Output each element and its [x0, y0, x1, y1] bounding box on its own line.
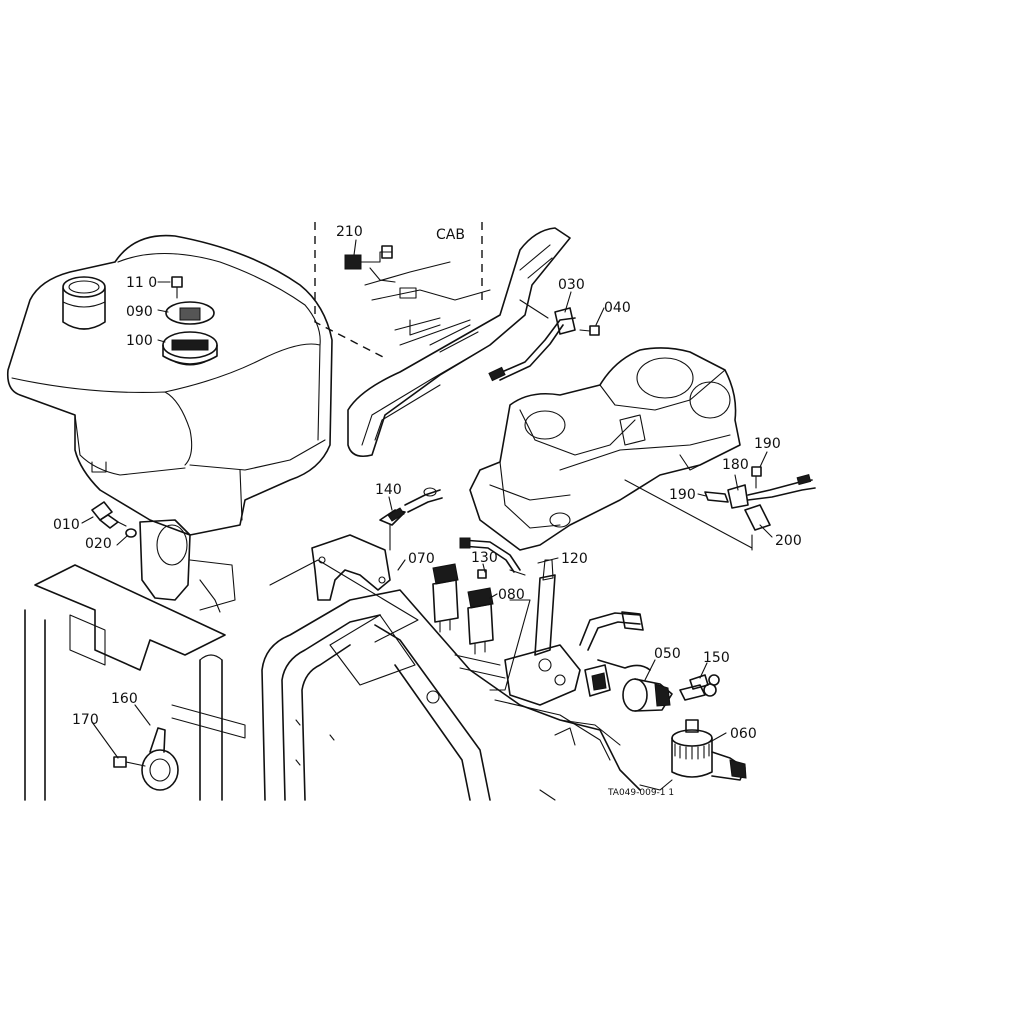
callout-080: 080	[498, 587, 525, 603]
frame-bracket-left	[24, 564, 246, 801]
callout-130: 130	[471, 550, 498, 566]
callout-160: 160	[111, 691, 138, 707]
unit-060	[639, 719, 747, 791]
switch-070	[432, 563, 459, 633]
callout-030: 030	[558, 277, 585, 293]
callout-040: 040	[604, 300, 631, 316]
harness-120	[459, 537, 526, 579]
callout-050: 050	[654, 646, 681, 662]
drawing-number: TA049-009-1 1	[607, 788, 674, 798]
callout-060: 060	[730, 726, 757, 742]
callout-110: 11 0	[126, 275, 157, 291]
callout-070: 070	[408, 551, 435, 567]
callout-150: 150	[703, 650, 730, 666]
callout-190-top: 190	[754, 436, 781, 452]
callout-180: 180	[722, 457, 749, 473]
callout-090: 090	[126, 304, 153, 320]
cab-inset	[314, 222, 571, 458]
steering-column	[454, 559, 581, 706]
switch-010	[91, 501, 137, 538]
callout-190-left: 190	[669, 487, 696, 503]
key-switch-050	[579, 611, 673, 712]
sensor-180-200	[704, 466, 816, 531]
callout-200: 200	[775, 533, 802, 549]
fuel-level-sender	[162, 276, 218, 366]
dashboard-frame	[261, 559, 641, 801]
callout-170: 170	[72, 712, 99, 728]
fuel-tank	[6, 234, 333, 536]
callout-210: 210	[336, 224, 363, 240]
transmission-assembly	[469, 347, 753, 551]
key-150	[679, 674, 720, 701]
switch-080	[467, 587, 494, 655]
leader-lines	[81, 239, 773, 759]
callout-120: 120	[561, 551, 588, 567]
horn-160	[113, 727, 179, 791]
wiring-harness-030	[488, 299, 600, 382]
section-label-cab: CAB	[436, 227, 465, 243]
callout-100: 100	[126, 333, 153, 349]
callout-140: 140	[375, 482, 402, 498]
callout-labels: CAB 210 11 0 090 100 030 040 190 180 190…	[53, 224, 802, 798]
fuel-pump-bracket	[139, 519, 236, 613]
callout-020: 020	[85, 536, 112, 552]
switch-bracket-140	[311, 487, 443, 601]
callout-010: 010	[53, 517, 80, 533]
